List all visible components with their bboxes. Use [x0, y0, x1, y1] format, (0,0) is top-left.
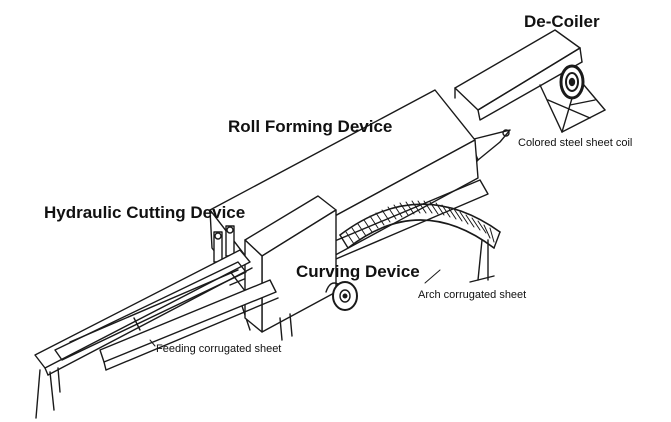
- label-feeding-sheet: Feeding corrugated sheet: [156, 343, 282, 355]
- decoiler-stand: [454, 29, 606, 133]
- arch-sheet: [339, 200, 501, 283]
- wheel: [325, 281, 358, 311]
- roll-former-legs: [279, 313, 293, 341]
- leader-lines: [149, 269, 441, 347]
- label-hydraulic-cutting: Hydraulic Cutting Device: [44, 203, 246, 222]
- coil-reel: [559, 64, 585, 100]
- label-arch-sheet: Arch corrugated sheet: [418, 289, 527, 301]
- output-beams: [34, 249, 279, 419]
- label-coil: Colored steel sheet coil: [518, 137, 633, 149]
- label-curving: Curving Device: [296, 262, 420, 281]
- label-roll-forming: Roll Forming Device: [228, 117, 393, 136]
- label-decoiler: De-Coiler: [524, 12, 600, 31]
